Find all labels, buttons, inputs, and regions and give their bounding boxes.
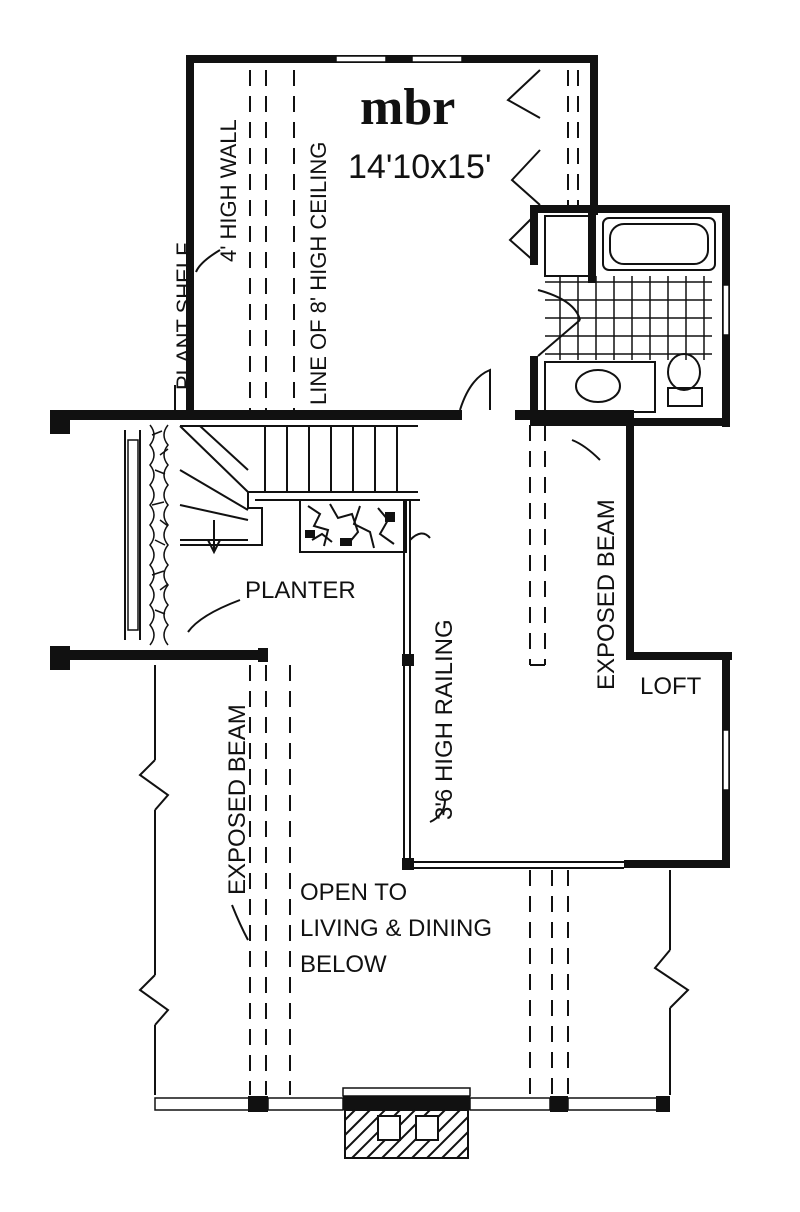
label-plant-shelf: PLANT SHELF (172, 242, 197, 390)
room-dimensions: 14'10x15' (348, 148, 491, 186)
label-planter: PLANTER (245, 577, 356, 604)
bottom-wall (154, 1087, 670, 1159)
tile-floor (545, 276, 712, 360)
planter-rock-icon (299, 499, 407, 553)
toilet-icon (667, 353, 701, 391)
label-loft: LOFT (640, 673, 702, 700)
exposed-beams (249, 425, 569, 1095)
closet (544, 215, 592, 277)
leader-arrows (174, 249, 601, 941)
bedroom-details (249, 69, 579, 411)
room-name-mbr: mbr (360, 79, 455, 136)
bathtub-icon (602, 217, 716, 271)
label-ceiling-line: LINE OF 8' HIGH CEILING (306, 142, 331, 405)
label-beam-left: EXPOSED BEAM (224, 704, 251, 895)
planter-foliage-icon (149, 424, 169, 646)
railing (403, 500, 624, 869)
label-high-wall: 4' HIGH WALL (216, 119, 241, 262)
bathroom (530, 205, 730, 427)
label-open-line-3: BELOW (300, 951, 387, 978)
open-area-outline (138, 665, 690, 1095)
label-open-line-1: OPEN TO (300, 879, 407, 906)
fireplace-chimney-icon (344, 1109, 469, 1159)
label-railing: 3'6 HIGH RAILING (431, 619, 458, 820)
label-beam-right: EXPOSED BEAM (593, 499, 620, 690)
master-bedroom-walls (186, 55, 598, 415)
sink-icon (575, 369, 621, 403)
label-open-line-2: LIVING & DINING (300, 915, 492, 942)
